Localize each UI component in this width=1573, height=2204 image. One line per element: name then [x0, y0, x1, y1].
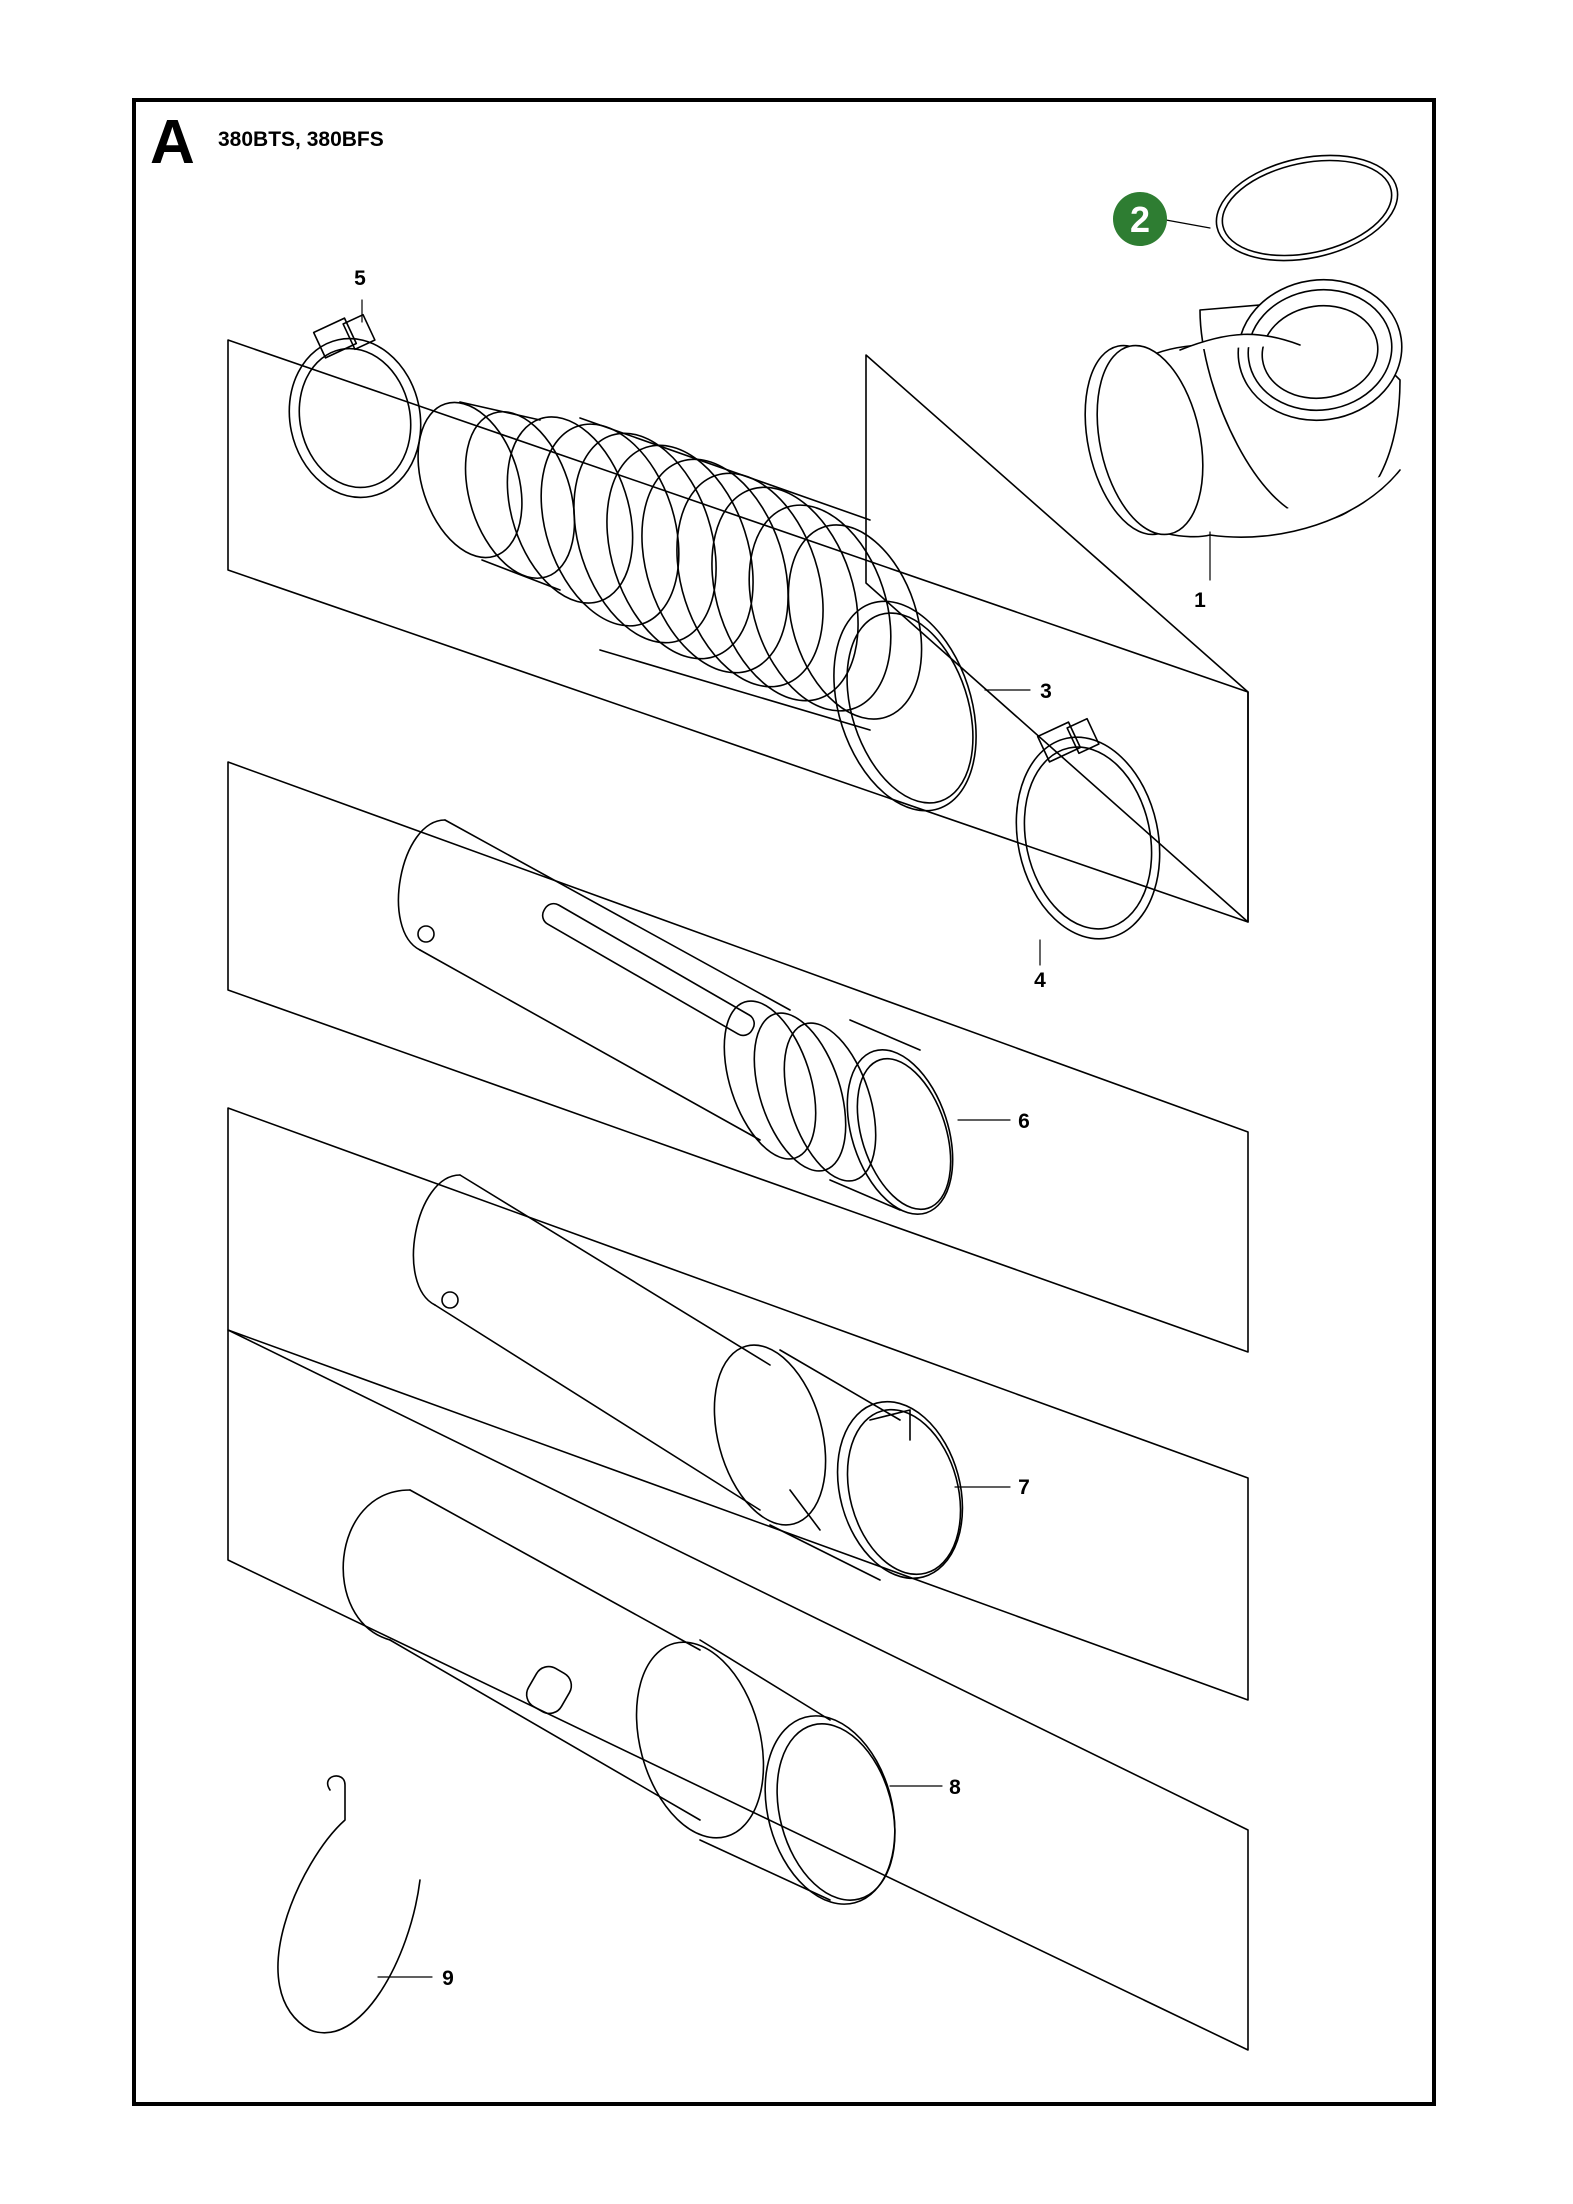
callout-4: 4: [1034, 969, 1046, 992]
elbow-part: [1084, 278, 1403, 538]
hose-clamp-upper: [288, 313, 422, 499]
model-list: 380BTS, 380BFS: [218, 128, 384, 151]
diagram-frame: [132, 98, 1436, 2106]
panel-outline-tube-8: [227, 1329, 1249, 2051]
callout-6: 6: [1018, 1110, 1030, 1133]
callout-3: 3: [1040, 680, 1052, 703]
callout-5: 5: [354, 267, 366, 290]
tube-part-8: [342, 1489, 896, 1905]
wire-clip-part: [277, 1775, 421, 2034]
callout-8: 8: [949, 1776, 961, 1799]
callout-9: 9: [442, 1967, 454, 1990]
bellows-hose-part: [417, 401, 977, 812]
hose-clamp-lower: [1015, 717, 1161, 940]
o-ring-part: [1215, 154, 1399, 262]
part-2-badge: [1113, 192, 1167, 246]
callout-7: 7: [1018, 1476, 1030, 1499]
panel-outline-tube-7: [227, 1107, 1249, 1701]
panel-outline-tube-6: [227, 761, 1249, 1353]
leader-lines: [361, 219, 1211, 1978]
callout-2: 2: [1130, 199, 1150, 240]
tube-part-6: [397, 819, 954, 1215]
panel-outline-elbow: [865, 354, 1249, 923]
section-letter: A: [150, 108, 195, 177]
callout-1: 1: [1194, 589, 1206, 612]
tube-part-7: [412, 1174, 964, 1581]
